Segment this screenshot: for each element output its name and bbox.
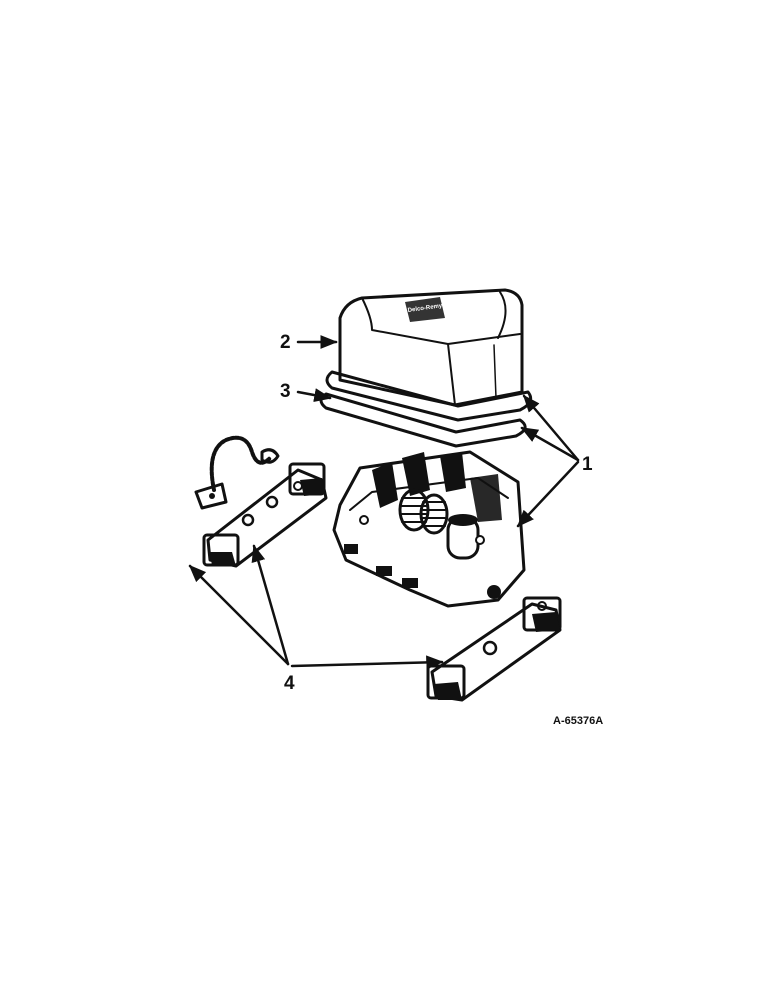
- callout-3: 3: [280, 381, 291, 402]
- leader-lines: [188, 335, 580, 670]
- regulator-base-assembly: [332, 450, 526, 608]
- cover-brand: Delco-Remy: [407, 303, 443, 314]
- callout-2: 2: [280, 332, 291, 353]
- mounting-bracket-right: [426, 596, 562, 702]
- callout-4: 4: [284, 673, 295, 694]
- callout-1: 1: [582, 454, 593, 475]
- regulator-cover: Delco-Remy: [338, 288, 524, 407]
- voltage-coil: [419, 493, 449, 535]
- current-coil: [446, 514, 480, 560]
- mounting-bracket-left: [194, 435, 328, 568]
- figure-id: A-65376A: [553, 715, 603, 727]
- ground-strap: [194, 435, 280, 510]
